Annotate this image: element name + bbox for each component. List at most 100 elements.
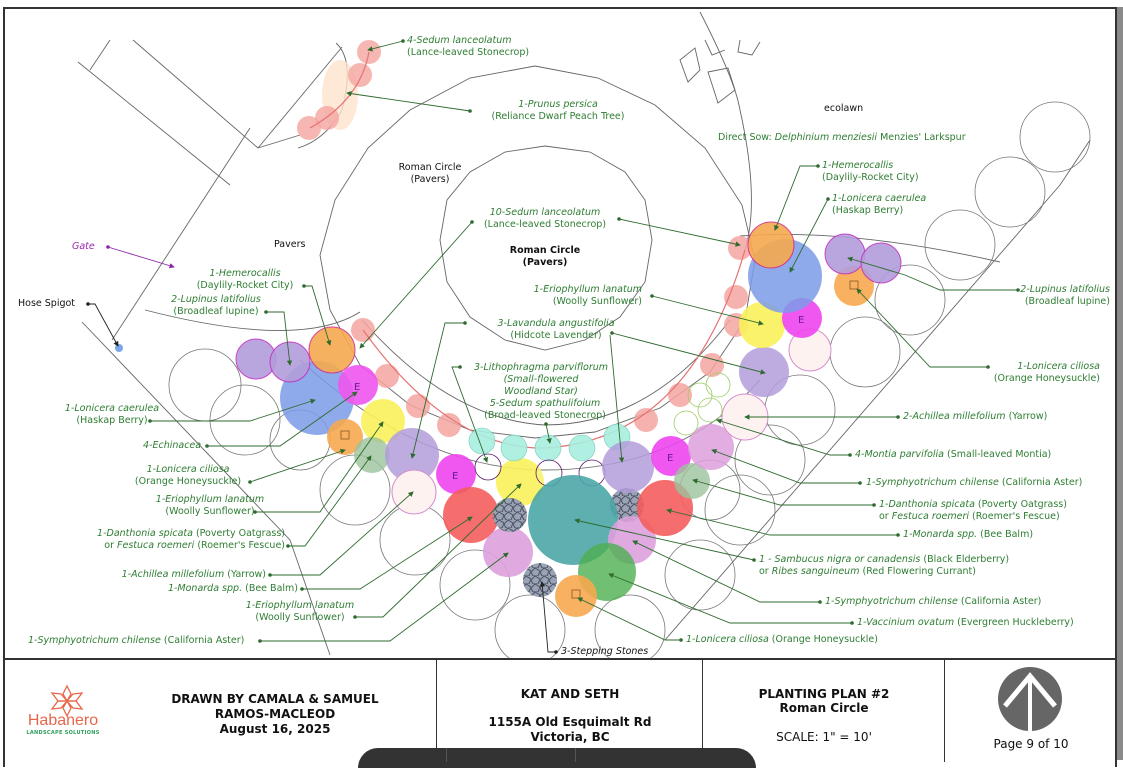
plant-label-lonicera-ciliosa-bottom: 1-Lonicera ciliosa (Orange Honeysuckle) bbox=[686, 634, 878, 645]
symphyotrichum bbox=[739, 347, 789, 397]
logo-tagline: LANDSCAPE SOLUTIONS bbox=[26, 730, 100, 736]
roman-circle-outer bbox=[319, 65, 756, 439]
sedum-lanceolatum bbox=[437, 413, 461, 437]
plant-label-prunus: 1-Prunus persica(Reliance Dwarf Peach Tr… bbox=[491, 99, 625, 122]
plant-label-lithophragma: 3-Lithophragma parviflorum(Small-flowere… bbox=[473, 362, 609, 397]
client-address: 1155A Old Esquimalt Rd Victoria, BC bbox=[488, 715, 652, 744]
sedum-lanceolatum bbox=[724, 285, 748, 309]
lavender bbox=[602, 441, 654, 493]
outline-circle bbox=[829, 316, 901, 388]
leader bbox=[355, 483, 522, 618]
lithophragma bbox=[474, 453, 502, 481]
plant-label-achillea-right: 2-Achillea millefolium (Yarrow) bbox=[903, 411, 1048, 422]
outline-circle bbox=[704, 474, 776, 546]
stepping-stone bbox=[523, 563, 557, 597]
leader bbox=[847, 256, 1018, 291]
top-curve bbox=[699, 11, 752, 251]
evergreen-shrub bbox=[651, 436, 691, 476]
path-edge-top bbox=[144, 309, 361, 331]
leader bbox=[346, 90, 471, 112]
gate-line bbox=[257, 134, 301, 149]
client-name: KAT AND SETH bbox=[520, 687, 620, 701]
evergreen-shrub bbox=[436, 454, 476, 494]
stepping-stone bbox=[610, 488, 644, 522]
montia-small bbox=[673, 410, 699, 436]
leader bbox=[609, 334, 625, 463]
habanero-logo-icon bbox=[50, 684, 84, 718]
sedum-spathulifolium bbox=[568, 434, 596, 462]
evergreen-marker: E bbox=[354, 382, 360, 393]
plant-label-symphyotrichum-left: 1-Symphyotrichum chilense (California As… bbox=[28, 635, 245, 646]
plant-label-lupinus-left: 2-Lupinus latifolius(Broadleaf lupine) bbox=[171, 294, 261, 317]
outline-circle bbox=[494, 594, 566, 660]
area-label-roman-circle-inner: Roman Circle(Pavers) bbox=[509, 245, 581, 268]
echinacea-square bbox=[340, 430, 350, 440]
sedum-lanceolatum bbox=[728, 236, 752, 260]
leader bbox=[288, 455, 372, 547]
fence-line-c bbox=[132, 39, 259, 149]
sedum-spathulifolium bbox=[468, 427, 496, 455]
leader bbox=[666, 508, 898, 536]
plant-label-symphyotrichum-right-1: 1-Symphyotrichum chilense (California As… bbox=[866, 477, 1083, 488]
leader bbox=[302, 516, 473, 590]
outline-circle bbox=[379, 504, 451, 576]
leader bbox=[651, 295, 764, 326]
page-number: Page 9 of 10 bbox=[993, 737, 1069, 751]
leader bbox=[207, 391, 358, 447]
hemerocallis bbox=[747, 221, 795, 269]
stone-4 bbox=[737, 39, 761, 56]
eriophyllum bbox=[361, 399, 405, 443]
leader bbox=[270, 491, 414, 576]
plant-label-sedum-10: 10-Sedum lanceolatum(Lance-leaved Stonec… bbox=[483, 207, 607, 230]
leader bbox=[716, 418, 850, 456]
achillea bbox=[391, 469, 437, 515]
plant-label-monarda-left: 1-Monarda spp. (Bee Balm) bbox=[167, 583, 298, 594]
drawn-by-cell: Habanero LANDSCAPE SOLUTIONS DRAWN BY CA… bbox=[5, 660, 437, 762]
leader-lines bbox=[150, 40, 1018, 642]
outline-circle bbox=[734, 424, 806, 496]
logo-name: Habanero bbox=[27, 712, 99, 729]
outline-circle bbox=[1019, 101, 1091, 173]
leader bbox=[410, 322, 465, 459]
leader bbox=[692, 478, 874, 506]
plan-title-cell: PLANTING PLAN #2 Roman Circle SCALE: 1" … bbox=[703, 660, 945, 762]
area-label-ecolawn: ecolawn bbox=[824, 103, 864, 114]
leader bbox=[266, 311, 293, 366]
area-label-roman-circle-outer: Roman Circle(Pavers) bbox=[398, 162, 462, 185]
title-block: Habanero LANDSCAPE SOLUTIONS DRAWN BY CA… bbox=[5, 658, 1117, 762]
leader bbox=[545, 423, 552, 444]
plant-label-sambucus: 1 - Sambucus nigra or canadensis (Black … bbox=[759, 554, 1010, 577]
plant-label-echinacea: 4-Echinacea bbox=[143, 440, 202, 451]
plant-label-symphyotrichum-right-2: 1-Symphyotrichum chilense (California As… bbox=[825, 596, 1042, 607]
lonicera-ciliosa bbox=[327, 419, 363, 455]
right-edge-line bbox=[664, 184, 1061, 641]
symphyotrichum-pink bbox=[483, 527, 533, 577]
drawing-frame bbox=[3, 7, 1117, 767]
plant-label-lavandula: 3-Lavandula angustifolia(Hidcote Lavende… bbox=[497, 318, 615, 341]
leader bbox=[451, 366, 488, 463]
leader-lines-black bbox=[88, 303, 556, 653]
sedum-spathulifolium bbox=[500, 434, 528, 462]
sedum-spathulifolium bbox=[534, 434, 562, 462]
toolbar-separator bbox=[446, 748, 447, 762]
plant-label-haskap-right: 1-Lonicera caerulea(Haskap Berry) bbox=[832, 193, 927, 216]
plant-label-montia: 4-Montia parvifolia (Small-leaved Montia… bbox=[855, 449, 1052, 460]
monarda bbox=[443, 487, 499, 543]
montia-small bbox=[705, 372, 731, 398]
client-cell: KAT AND SETH 1155A Old Esquimalt Rd Vict… bbox=[437, 660, 703, 762]
lonicera-square bbox=[571, 589, 581, 599]
hemerocallis bbox=[308, 326, 356, 374]
sedum-lanceolatum bbox=[375, 364, 399, 388]
plant-label-sedum-4: 4-Sedum lanceolatum(Lance-leaved Stonecr… bbox=[407, 35, 530, 58]
leader bbox=[574, 518, 755, 561]
path-edge-left bbox=[81, 321, 331, 656]
leader bbox=[789, 198, 829, 273]
leader bbox=[249, 448, 346, 483]
lonicera-square bbox=[849, 280, 859, 290]
sedum-lanceolatum bbox=[348, 63, 372, 87]
floating-viewer-toolbar[interactable] bbox=[358, 748, 756, 768]
plant-label-eriophyllum-left-2: 1-Eriophyllum lanatum(Woolly Sunflower) bbox=[245, 600, 355, 623]
drawn-by-text: DRAWN BY CAMALA & SAMUEL RAMOS-MACLEOD A… bbox=[171, 692, 379, 736]
plant-label-vaccinium: 1-Vaccinium ovatum (Evergreen Huckleberr… bbox=[857, 617, 1074, 628]
plant-label-hemerocallis-right: 1-Hemerocallis(Daylily-Rocket City) bbox=[822, 160, 919, 183]
